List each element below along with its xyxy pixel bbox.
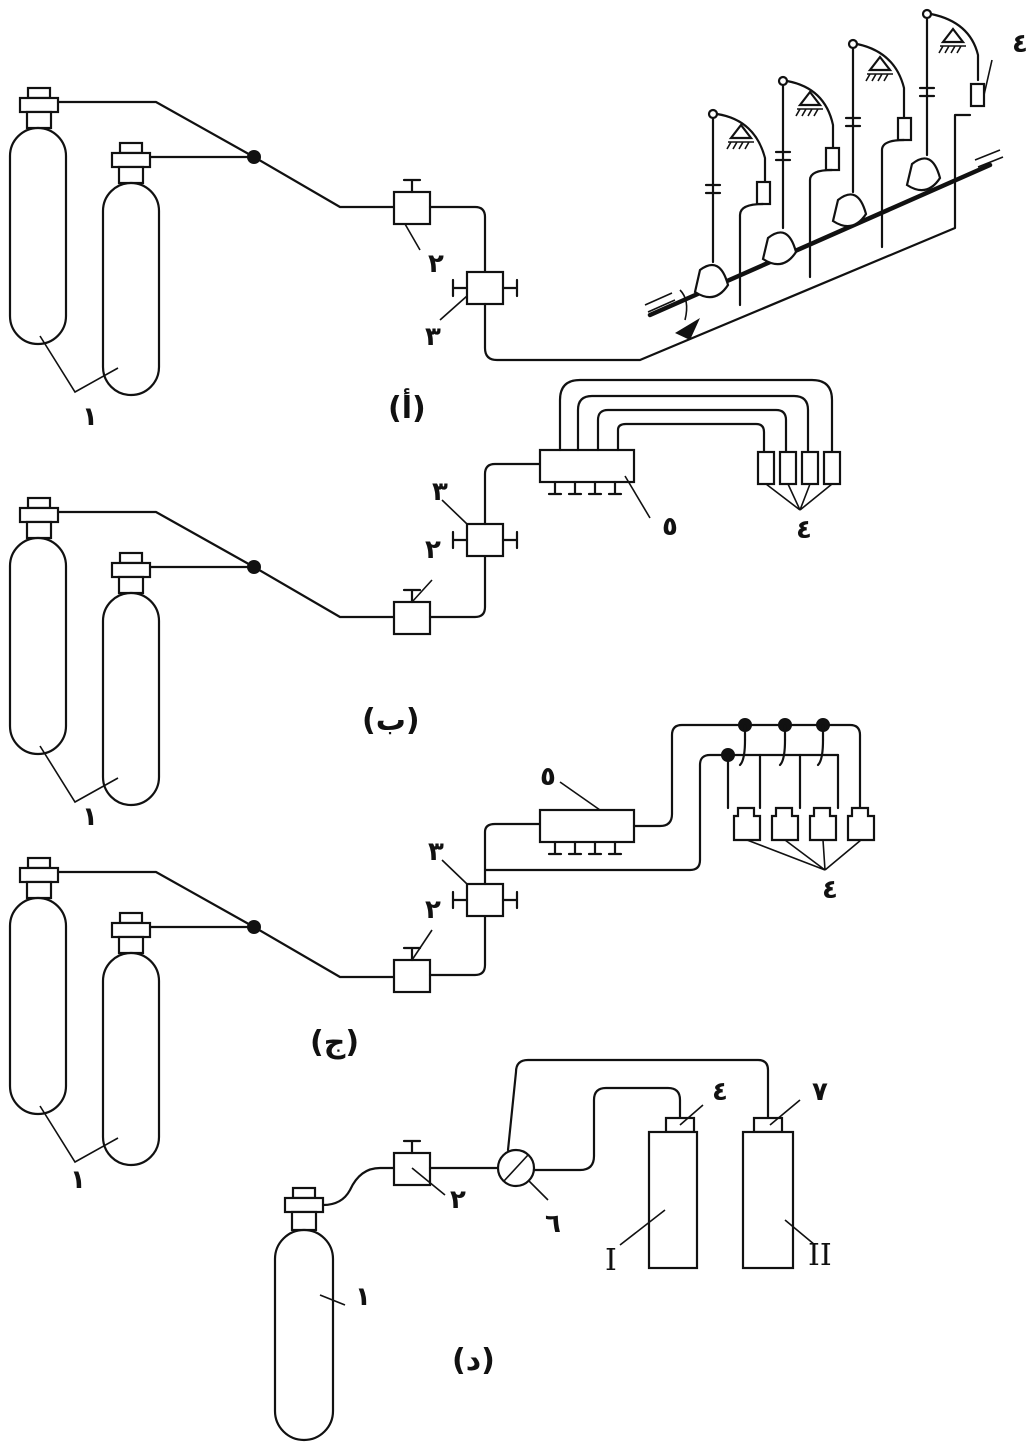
- nozzles: [756, 450, 842, 486]
- label-nozzles: ٤: [796, 515, 812, 545]
- label-mixer: ٦: [545, 1209, 561, 1239]
- cylinder-pipe: [56, 100, 396, 209]
- label-vessel-2: II: [808, 1238, 832, 1273]
- label-vessel-1: I: [605, 1243, 617, 1278]
- label-valve: ٢: [450, 1185, 466, 1215]
- caption-a: (أ): [388, 388, 426, 426]
- caption-c: (ج): [310, 1025, 359, 1060]
- distributor: [538, 448, 636, 484]
- junction-dot: [247, 560, 261, 574]
- nozzles: [732, 806, 876, 842]
- label-valve: ٢: [425, 535, 441, 565]
- label-valve: ٢: [428, 249, 444, 279]
- label-cylinders: ١: [82, 802, 98, 832]
- tee-connector: [465, 270, 505, 306]
- gas-cylinders: [8, 856, 161, 1167]
- gas-cylinders: [8, 496, 161, 807]
- diagram-a: ٤ ٢ ٣ ١ (أ): [8, 8, 1027, 432]
- caption-d: (د): [452, 1343, 495, 1378]
- label-cylinder: ١: [355, 1282, 371, 1312]
- vessel-1: [647, 1130, 699, 1270]
- label-nozzle: ٤: [1012, 29, 1027, 59]
- label-nozzle: ٤: [712, 1077, 728, 1107]
- label-cylinders: ١: [82, 402, 98, 432]
- tee-connector: [465, 882, 505, 918]
- diagram-c: ٥ ٣ ٢ ٤ ١ (ج): [8, 718, 876, 1195]
- label-valve: ٢: [425, 895, 441, 925]
- valve: [392, 958, 432, 994]
- gas-cylinders: [8, 86, 161, 397]
- distributor: [538, 808, 636, 844]
- caption-b: (ب): [362, 703, 420, 738]
- label-tee: ٣: [425, 322, 441, 352]
- vessel-2: [741, 1130, 795, 1270]
- label-outlet: ٧: [812, 1077, 828, 1107]
- tee-connector: [465, 522, 505, 558]
- valve: [392, 190, 432, 226]
- label-tee: ٣: [428, 837, 444, 867]
- label-cylinders: ١: [70, 1165, 86, 1195]
- diagram-b: ٣ ٢ ٥ ٤ ١ (ب): [8, 378, 842, 832]
- gas-cylinder: [273, 1186, 335, 1442]
- cams-and-sprinklers: [693, 8, 986, 307]
- junction-dot: [247, 150, 261, 164]
- label-distributor: ٥: [662, 512, 678, 542]
- junction-dot: [247, 920, 261, 934]
- label-nozzles: ٤: [822, 875, 838, 905]
- valve: [392, 600, 432, 636]
- diagram-d: ٤ ٧ ٢ ٦ I II ١ (د): [273, 1058, 832, 1442]
- label-distributor: ٥: [540, 762, 556, 792]
- label-tee: ٣: [432, 477, 448, 507]
